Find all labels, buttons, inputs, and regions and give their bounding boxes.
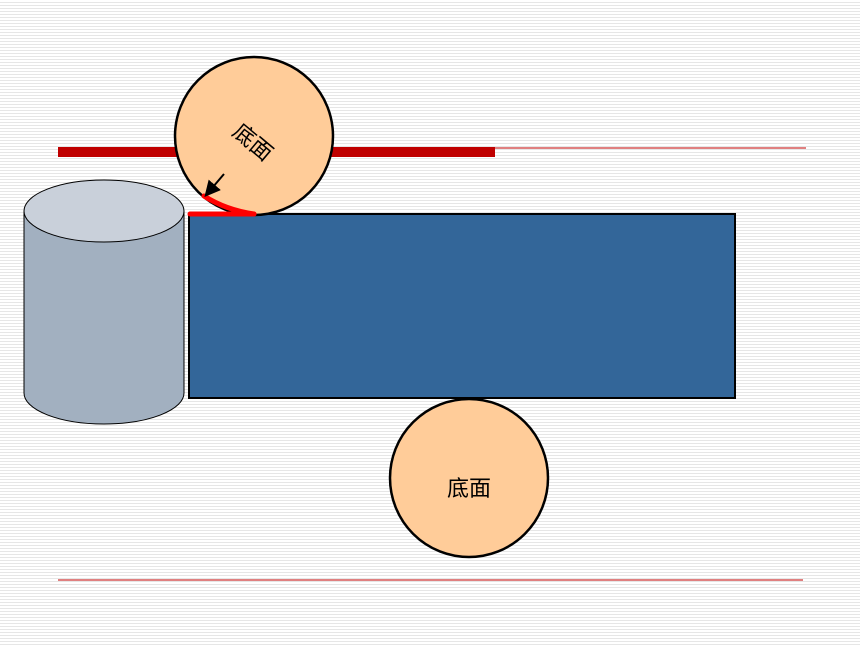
cylinder-top-face xyxy=(23,179,185,243)
cylinder-body xyxy=(23,210,185,425)
bottom-base-circle xyxy=(388,397,550,559)
pointer-arrow xyxy=(204,173,225,198)
bottom-base-label: 底面 xyxy=(447,477,491,502)
lateral-surface-rectangle xyxy=(188,213,736,399)
cylinder-shape xyxy=(23,179,185,425)
